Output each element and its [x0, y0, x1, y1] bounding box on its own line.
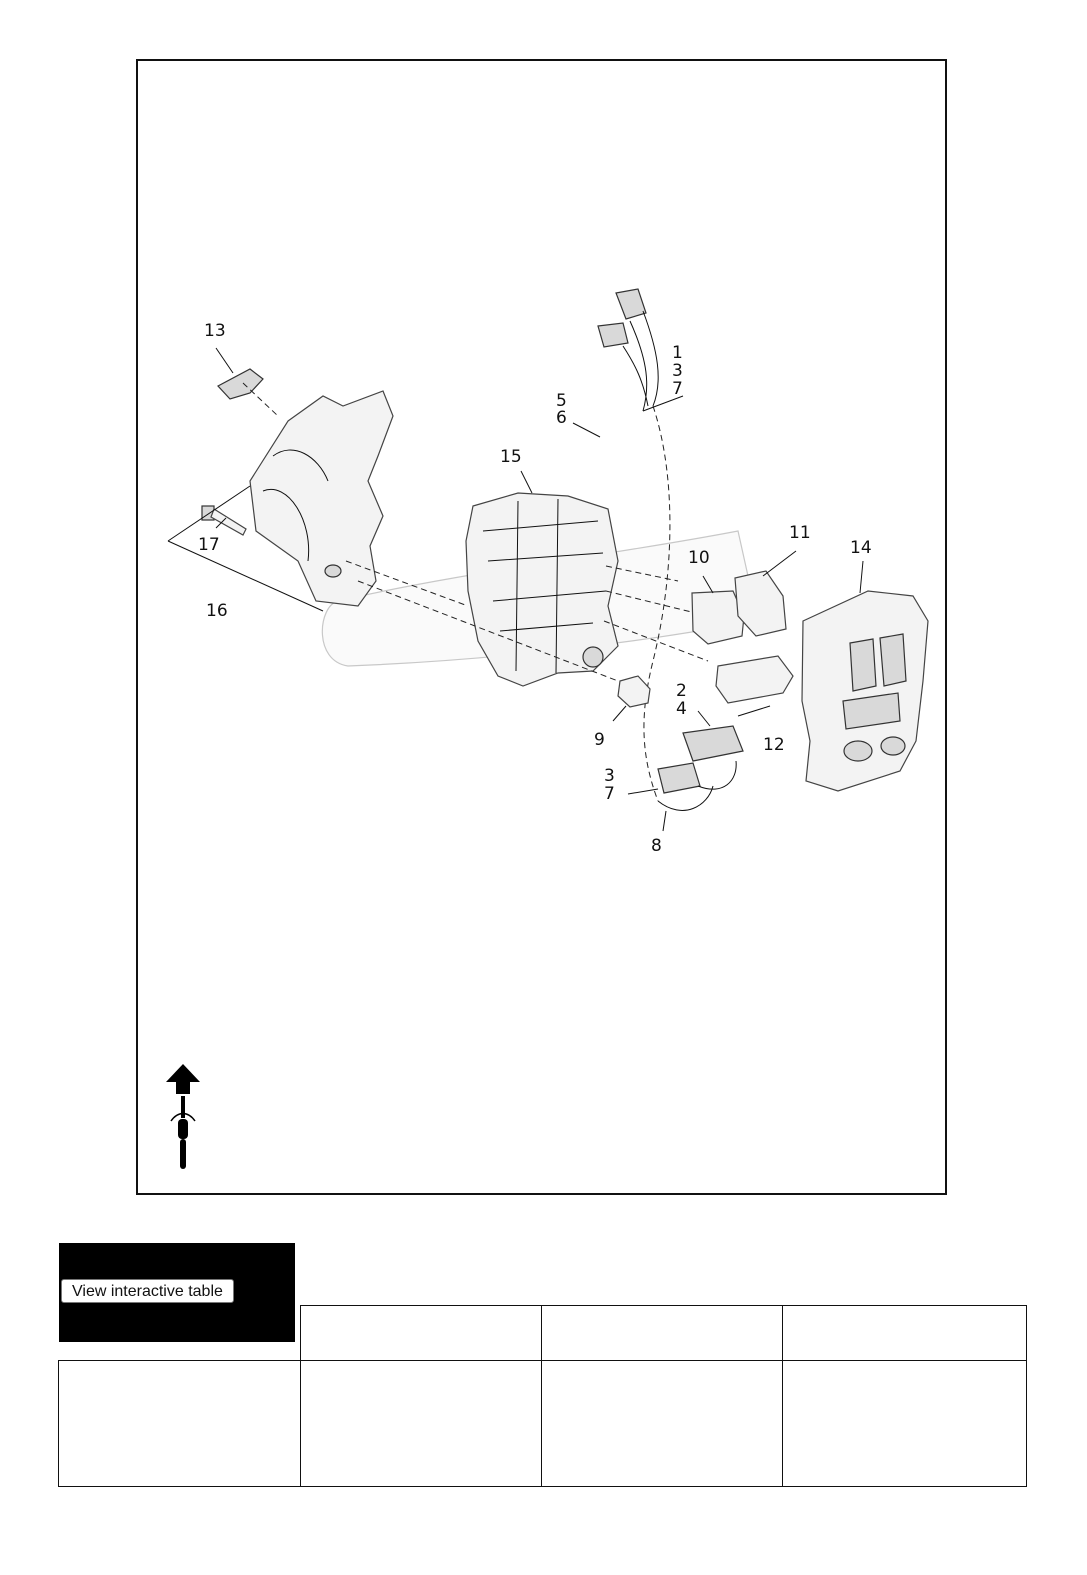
assembly-line: [357, 580, 619, 682]
leader-line: [702, 575, 714, 594]
table-header-cell: [541, 1305, 784, 1362]
callout-1: 1: [672, 343, 683, 363]
leader-line: [572, 422, 601, 438]
leader-line: [737, 705, 771, 717]
callout-17: 17: [198, 535, 220, 555]
callout-16: 16: [206, 601, 228, 621]
housing-screw-boss: [324, 564, 342, 578]
connector-wires: [622, 310, 659, 412]
leader-line: [215, 347, 234, 374]
housing-hole: [880, 736, 906, 756]
leader-line: [627, 788, 659, 795]
callout-7: 7: [672, 379, 683, 399]
module-detail: [482, 520, 607, 632]
switch-button-10: [691, 590, 745, 645]
callout-3-lower: 3: [604, 766, 615, 786]
housing-detail: [262, 488, 310, 562]
switch-button-11: [734, 570, 787, 637]
housing-window: [842, 692, 901, 730]
callout-6: 6: [556, 408, 567, 428]
switch-housing-upper: [801, 590, 929, 792]
connector-wires-lower: [657, 760, 737, 811]
leader-line: [612, 705, 627, 722]
assembly-line: [603, 620, 709, 662]
leader-line: [642, 395, 684, 412]
leader-line: [662, 810, 667, 832]
table-cell: [58, 1360, 302, 1487]
leader-line: [215, 517, 227, 529]
housing-hole: [843, 740, 873, 762]
leader-line: [762, 550, 797, 577]
callout-12: 12: [763, 735, 785, 755]
screw-thread: [210, 508, 247, 536]
exploded-parts-diagram: 1 3 7 5 6 15 13 17 16 10 11 14 9 2 4 3 7…: [166, 288, 929, 1169]
housing-window: [849, 638, 877, 692]
switch-cap: [617, 675, 651, 708]
parts-table: [58, 1305, 1027, 1487]
callout-8: 8: [651, 836, 662, 856]
callout-14: 14: [850, 538, 872, 558]
table-header-cell: [782, 1305, 1027, 1362]
connector-top: [615, 288, 647, 320]
view-interactive-table-button[interactable]: View interactive table: [61, 1279, 234, 1303]
orientation-arrow-icon: [166, 1064, 200, 1169]
switch-cover-tab: [217, 368, 264, 400]
parts-diagram-frame: 1 3 7 5 6 15 13 17 16 10 11 14 9 2 4 3 7…: [136, 59, 947, 1195]
leader-line: [167, 485, 324, 612]
table-cell: [300, 1360, 543, 1487]
housing-detail: [272, 449, 329, 482]
assembly-line: [242, 382, 279, 417]
leader-line: [859, 560, 864, 594]
table-header-cell: [58, 1305, 302, 1362]
callout-11: 11: [789, 523, 811, 543]
callout-3: 3: [672, 361, 683, 381]
callout-7-lower: 7: [604, 784, 615, 804]
connector-small: [597, 322, 629, 348]
module-detail: [515, 498, 559, 674]
leader-line: [697, 710, 711, 727]
housing-window: [879, 633, 907, 687]
module-knob: [582, 646, 604, 668]
connector-lower-large: [682, 725, 744, 762]
callout-2: 2: [676, 681, 687, 701]
switch-housing-lower: [249, 390, 394, 607]
switch-button-12: [715, 655, 794, 704]
leader-line: [520, 470, 533, 494]
callout-9: 9: [594, 730, 605, 750]
callout-15: 15: [500, 447, 522, 467]
table-cell: [782, 1360, 1027, 1487]
callout-13: 13: [204, 321, 226, 341]
callout-5: 5: [556, 391, 567, 411]
assembly-line: [345, 560, 469, 607]
connector-lower-small: [657, 762, 701, 794]
harness-route: [643, 405, 671, 802]
callout-10: 10: [688, 548, 710, 568]
callout-4: 4: [676, 699, 687, 719]
assembly-line: [605, 565, 679, 582]
table-header-cell: [300, 1305, 543, 1362]
table-cell: [541, 1360, 784, 1487]
